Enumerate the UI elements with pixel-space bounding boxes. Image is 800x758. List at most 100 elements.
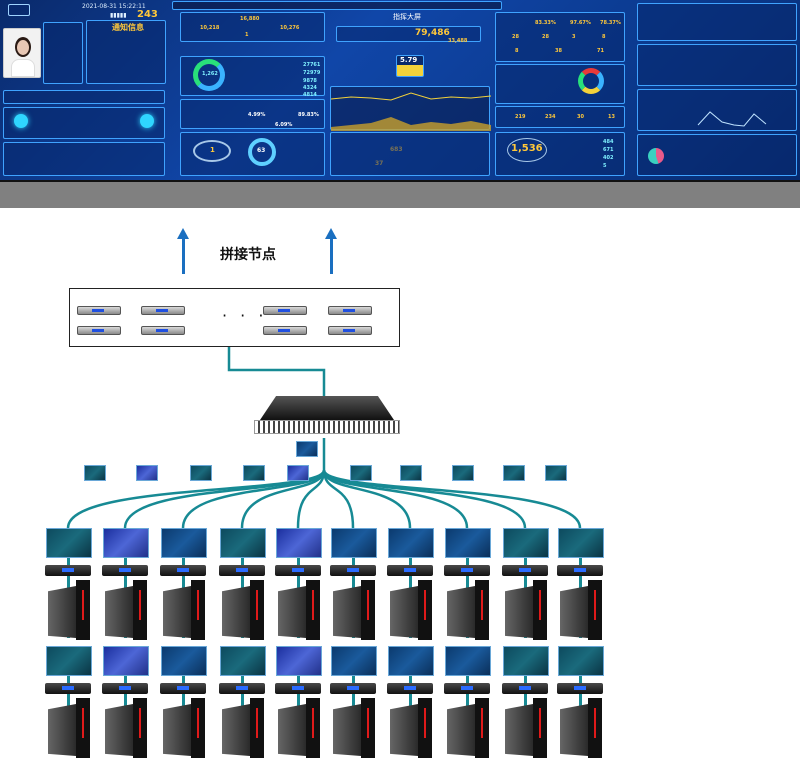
cable-branch — [322, 469, 582, 529]
house-value-3: 8 — [602, 34, 606, 40]
top-stat-2: 10,276 — [280, 25, 300, 31]
pc-side — [390, 704, 418, 756]
pc-tower — [447, 698, 491, 758]
pc-front — [588, 698, 602, 758]
top-stat-0: 16,880 — [240, 16, 260, 22]
decoder-box — [45, 683, 91, 694]
pc-front — [250, 580, 264, 640]
pc-side — [390, 586, 418, 638]
thumbnail-screen — [503, 465, 525, 481]
display-screen — [220, 528, 266, 558]
pc-led — [312, 708, 314, 738]
pc-side — [278, 586, 306, 638]
display-screen — [445, 646, 491, 676]
splice-device-6 — [141, 326, 185, 335]
splice-device-5 — [77, 326, 121, 335]
bottom-icon-2: 30 — [577, 114, 584, 120]
gauge-0: 4.99% — [248, 112, 266, 118]
pc-tower — [48, 580, 92, 640]
display-screen — [503, 528, 549, 558]
datetime: 2021-08-31 15:22:11 — [82, 3, 146, 10]
cable-vertical — [182, 646, 185, 746]
area-chart-panel — [330, 86, 491, 131]
device-table — [3, 107, 165, 139]
list-value-2: 9878 — [303, 78, 317, 84]
cable-vertical — [352, 646, 355, 746]
splice-device-8 — [328, 326, 372, 335]
cable-vertical — [297, 528, 300, 638]
pc-side — [333, 704, 361, 756]
decoder-box — [557, 565, 603, 576]
pc-side — [222, 704, 250, 756]
pc-front — [76, 698, 90, 758]
ring-chart — [578, 68, 604, 94]
ticker-bar — [172, 1, 502, 10]
splice-device-2 — [141, 306, 185, 315]
donut-center-value: 1,262 — [202, 71, 218, 77]
pc-front — [191, 698, 205, 758]
display-screen — [276, 528, 322, 558]
pc-front — [76, 580, 90, 640]
cable-node-to-switch — [227, 347, 326, 396]
cable-branch — [181, 469, 326, 529]
pc-led — [139, 708, 141, 738]
area-fill-bottom — [331, 117, 491, 131]
center-main-value: 79,486 — [415, 28, 450, 38]
cable-vertical — [67, 646, 70, 746]
display-screen — [331, 646, 377, 676]
center-box-value: 5.79 — [400, 56, 418, 64]
bottom-icon-1: 234 — [545, 114, 556, 120]
pc-led — [197, 708, 199, 738]
cable-vertical — [67, 528, 70, 638]
pc-front — [418, 698, 432, 758]
decoder-box — [102, 565, 148, 576]
house-value-1: 28 — [542, 34, 549, 40]
cable-vertical — [524, 646, 527, 746]
pc-front — [475, 580, 489, 640]
small-count-1: 38 — [555, 48, 562, 54]
house-value-2: 3 — [572, 34, 576, 40]
center-bottom-panel — [330, 132, 490, 176]
pc-front — [306, 580, 320, 640]
top-stat-1: 10,218 — [200, 25, 220, 31]
thumbnail-screen — [545, 465, 567, 481]
right-mid-panel — [637, 44, 797, 86]
top-stat-3: 1 — [245, 32, 249, 38]
pc-tower — [163, 698, 207, 758]
decoder-box — [160, 683, 206, 694]
splice-node-label: 拼接节点 — [220, 247, 276, 263]
decoder-box — [330, 683, 376, 694]
pc-led — [256, 590, 258, 620]
oval-counter — [193, 140, 231, 162]
bottom-left-panel — [3, 142, 165, 176]
cable-branch — [296, 469, 326, 529]
big-screen-title: 指挥大屏 — [393, 13, 421, 21]
pc-tower — [390, 580, 434, 640]
splice-device-4 — [328, 306, 372, 315]
pc-tower — [105, 580, 149, 640]
display-screen — [276, 646, 322, 676]
icon-stats-panel — [495, 106, 625, 128]
right-line — [697, 111, 767, 127]
decoder-box — [219, 565, 265, 576]
decoder-box — [502, 683, 548, 694]
right-line-chart — [697, 111, 767, 127]
rate-1: 97.67% — [570, 20, 591, 26]
thumbnail-screen — [84, 465, 106, 481]
pc-led — [312, 590, 314, 620]
pc-front — [361, 698, 375, 758]
pc-side — [105, 586, 133, 638]
cable-branch — [322, 469, 355, 529]
pc-led — [367, 708, 369, 738]
pc-front — [418, 580, 432, 640]
display-screen — [103, 528, 149, 558]
cable-vertical — [297, 646, 300, 746]
display-screen — [46, 528, 92, 558]
bottom-icon-0: 219 — [515, 114, 526, 120]
pc-led — [594, 590, 596, 620]
pc-led — [82, 708, 84, 738]
pc-front — [475, 698, 489, 758]
gauge-1: 89.83% — [298, 112, 319, 118]
pc-side — [105, 704, 133, 756]
